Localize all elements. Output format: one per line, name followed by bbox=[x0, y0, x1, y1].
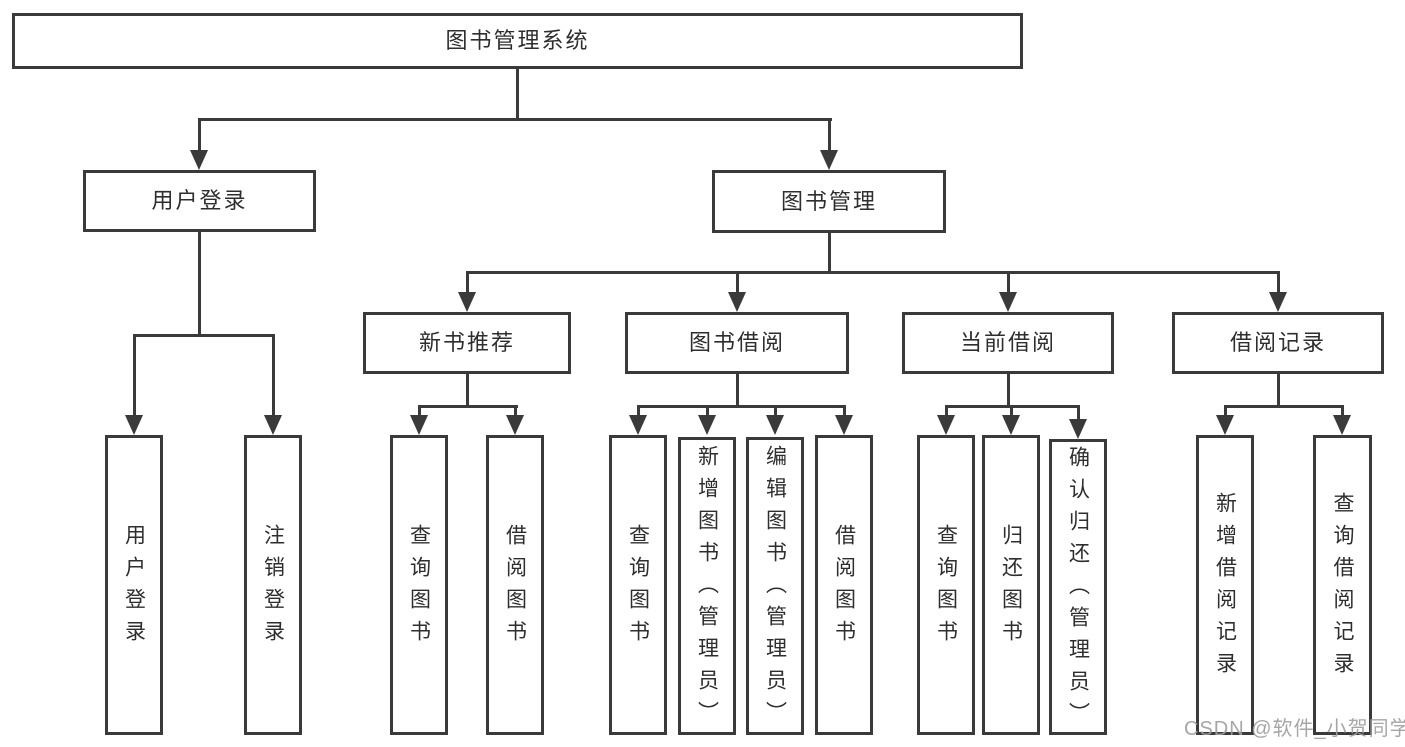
node-book-management: 图书管理 bbox=[712, 170, 946, 233]
leaf-add-borrow-record: 新增借阅记录 bbox=[1196, 435, 1254, 735]
connector-line bbox=[1224, 405, 1227, 418]
node-new-book-recommendation: 新书推荐 bbox=[363, 312, 571, 374]
connector-line bbox=[637, 405, 640, 418]
watermark: CSDN @软件_小贺同学 bbox=[1184, 718, 1405, 740]
arrow-down-icon bbox=[264, 415, 282, 435]
connector-line bbox=[828, 118, 831, 152]
leaf-logout: 注销登录 bbox=[244, 435, 302, 735]
connector-line bbox=[828, 231, 831, 273]
leaf-query-books-borrowing: 查询图书 bbox=[609, 435, 667, 735]
connector-line bbox=[198, 230, 201, 337]
connector-line bbox=[1224, 405, 1344, 408]
connector-line bbox=[514, 405, 517, 418]
connector-line bbox=[198, 118, 832, 121]
arrow-down-icon bbox=[1269, 292, 1287, 312]
arrow-down-icon bbox=[506, 415, 524, 435]
arrow-down-icon bbox=[1069, 419, 1087, 439]
connector-line bbox=[1077, 405, 1080, 422]
arrow-down-icon bbox=[190, 150, 208, 170]
arrow-down-icon bbox=[835, 415, 853, 435]
connector-line bbox=[133, 334, 275, 337]
connector-line bbox=[637, 405, 846, 408]
leaf-borrow-books-recommend: 借阅图书 bbox=[486, 435, 544, 735]
connector-line bbox=[1277, 372, 1280, 408]
node-library-management-system: 图书管理系统 bbox=[12, 13, 1023, 69]
node-current-borrowing: 当前借阅 bbox=[902, 312, 1114, 374]
leaf-edit-book-admin: 编辑图书（管理员） bbox=[746, 437, 804, 735]
leaf-add-book-admin: 新增图书（管理员） bbox=[678, 437, 736, 735]
connector-line bbox=[736, 372, 739, 408]
connector-line bbox=[466, 372, 469, 408]
connector-line bbox=[1007, 372, 1010, 408]
connector-line bbox=[466, 271, 1280, 274]
connector-line bbox=[272, 334, 275, 418]
arrow-down-icon bbox=[820, 150, 838, 170]
leaf-query-books-current: 查询图书 bbox=[917, 435, 975, 735]
connector-line bbox=[516, 66, 519, 120]
leaf-confirm-return-admin: 确认归还（管理员） bbox=[1049, 439, 1107, 735]
arrow-down-icon bbox=[410, 415, 428, 435]
connector-line bbox=[774, 405, 777, 418]
connector-line bbox=[1277, 271, 1280, 295]
connector-line bbox=[706, 405, 709, 418]
arrow-down-icon bbox=[125, 415, 143, 435]
arrow-down-icon bbox=[937, 415, 955, 435]
node-borrowing-records: 借阅记录 bbox=[1172, 312, 1384, 374]
connector-line bbox=[418, 405, 518, 408]
connector-line bbox=[945, 405, 948, 418]
connector-line bbox=[736, 271, 739, 295]
leaf-user-login: 用户登录 bbox=[105, 435, 163, 735]
node-book-borrowing: 图书借阅 bbox=[625, 312, 849, 374]
leaf-query-borrow-record: 查询借阅记录 bbox=[1313, 435, 1372, 735]
arrow-down-icon bbox=[1216, 415, 1234, 435]
arrow-down-icon bbox=[1002, 415, 1020, 435]
connector-line bbox=[1007, 271, 1010, 295]
connector-line bbox=[418, 405, 421, 418]
leaf-borrow-books: 借阅图书 bbox=[815, 435, 873, 735]
arrow-down-icon bbox=[1333, 415, 1351, 435]
connector-line bbox=[843, 405, 846, 418]
leaf-query-books-recommend: 查询图书 bbox=[390, 435, 448, 735]
arrow-down-icon bbox=[698, 415, 716, 435]
node-user-login: 用户登录 bbox=[83, 170, 316, 232]
arrow-down-icon bbox=[458, 292, 476, 312]
leaf-return-book: 归还图书 bbox=[982, 435, 1040, 735]
arrow-down-icon bbox=[629, 415, 647, 435]
arrow-down-icon bbox=[766, 415, 784, 435]
connector-line bbox=[198, 118, 201, 152]
arrow-down-icon bbox=[728, 292, 746, 312]
connector-line bbox=[1010, 405, 1013, 418]
connector-line bbox=[466, 271, 469, 295]
connector-line bbox=[1341, 405, 1344, 418]
arrow-down-icon bbox=[999, 292, 1017, 312]
connector-line bbox=[133, 334, 136, 418]
